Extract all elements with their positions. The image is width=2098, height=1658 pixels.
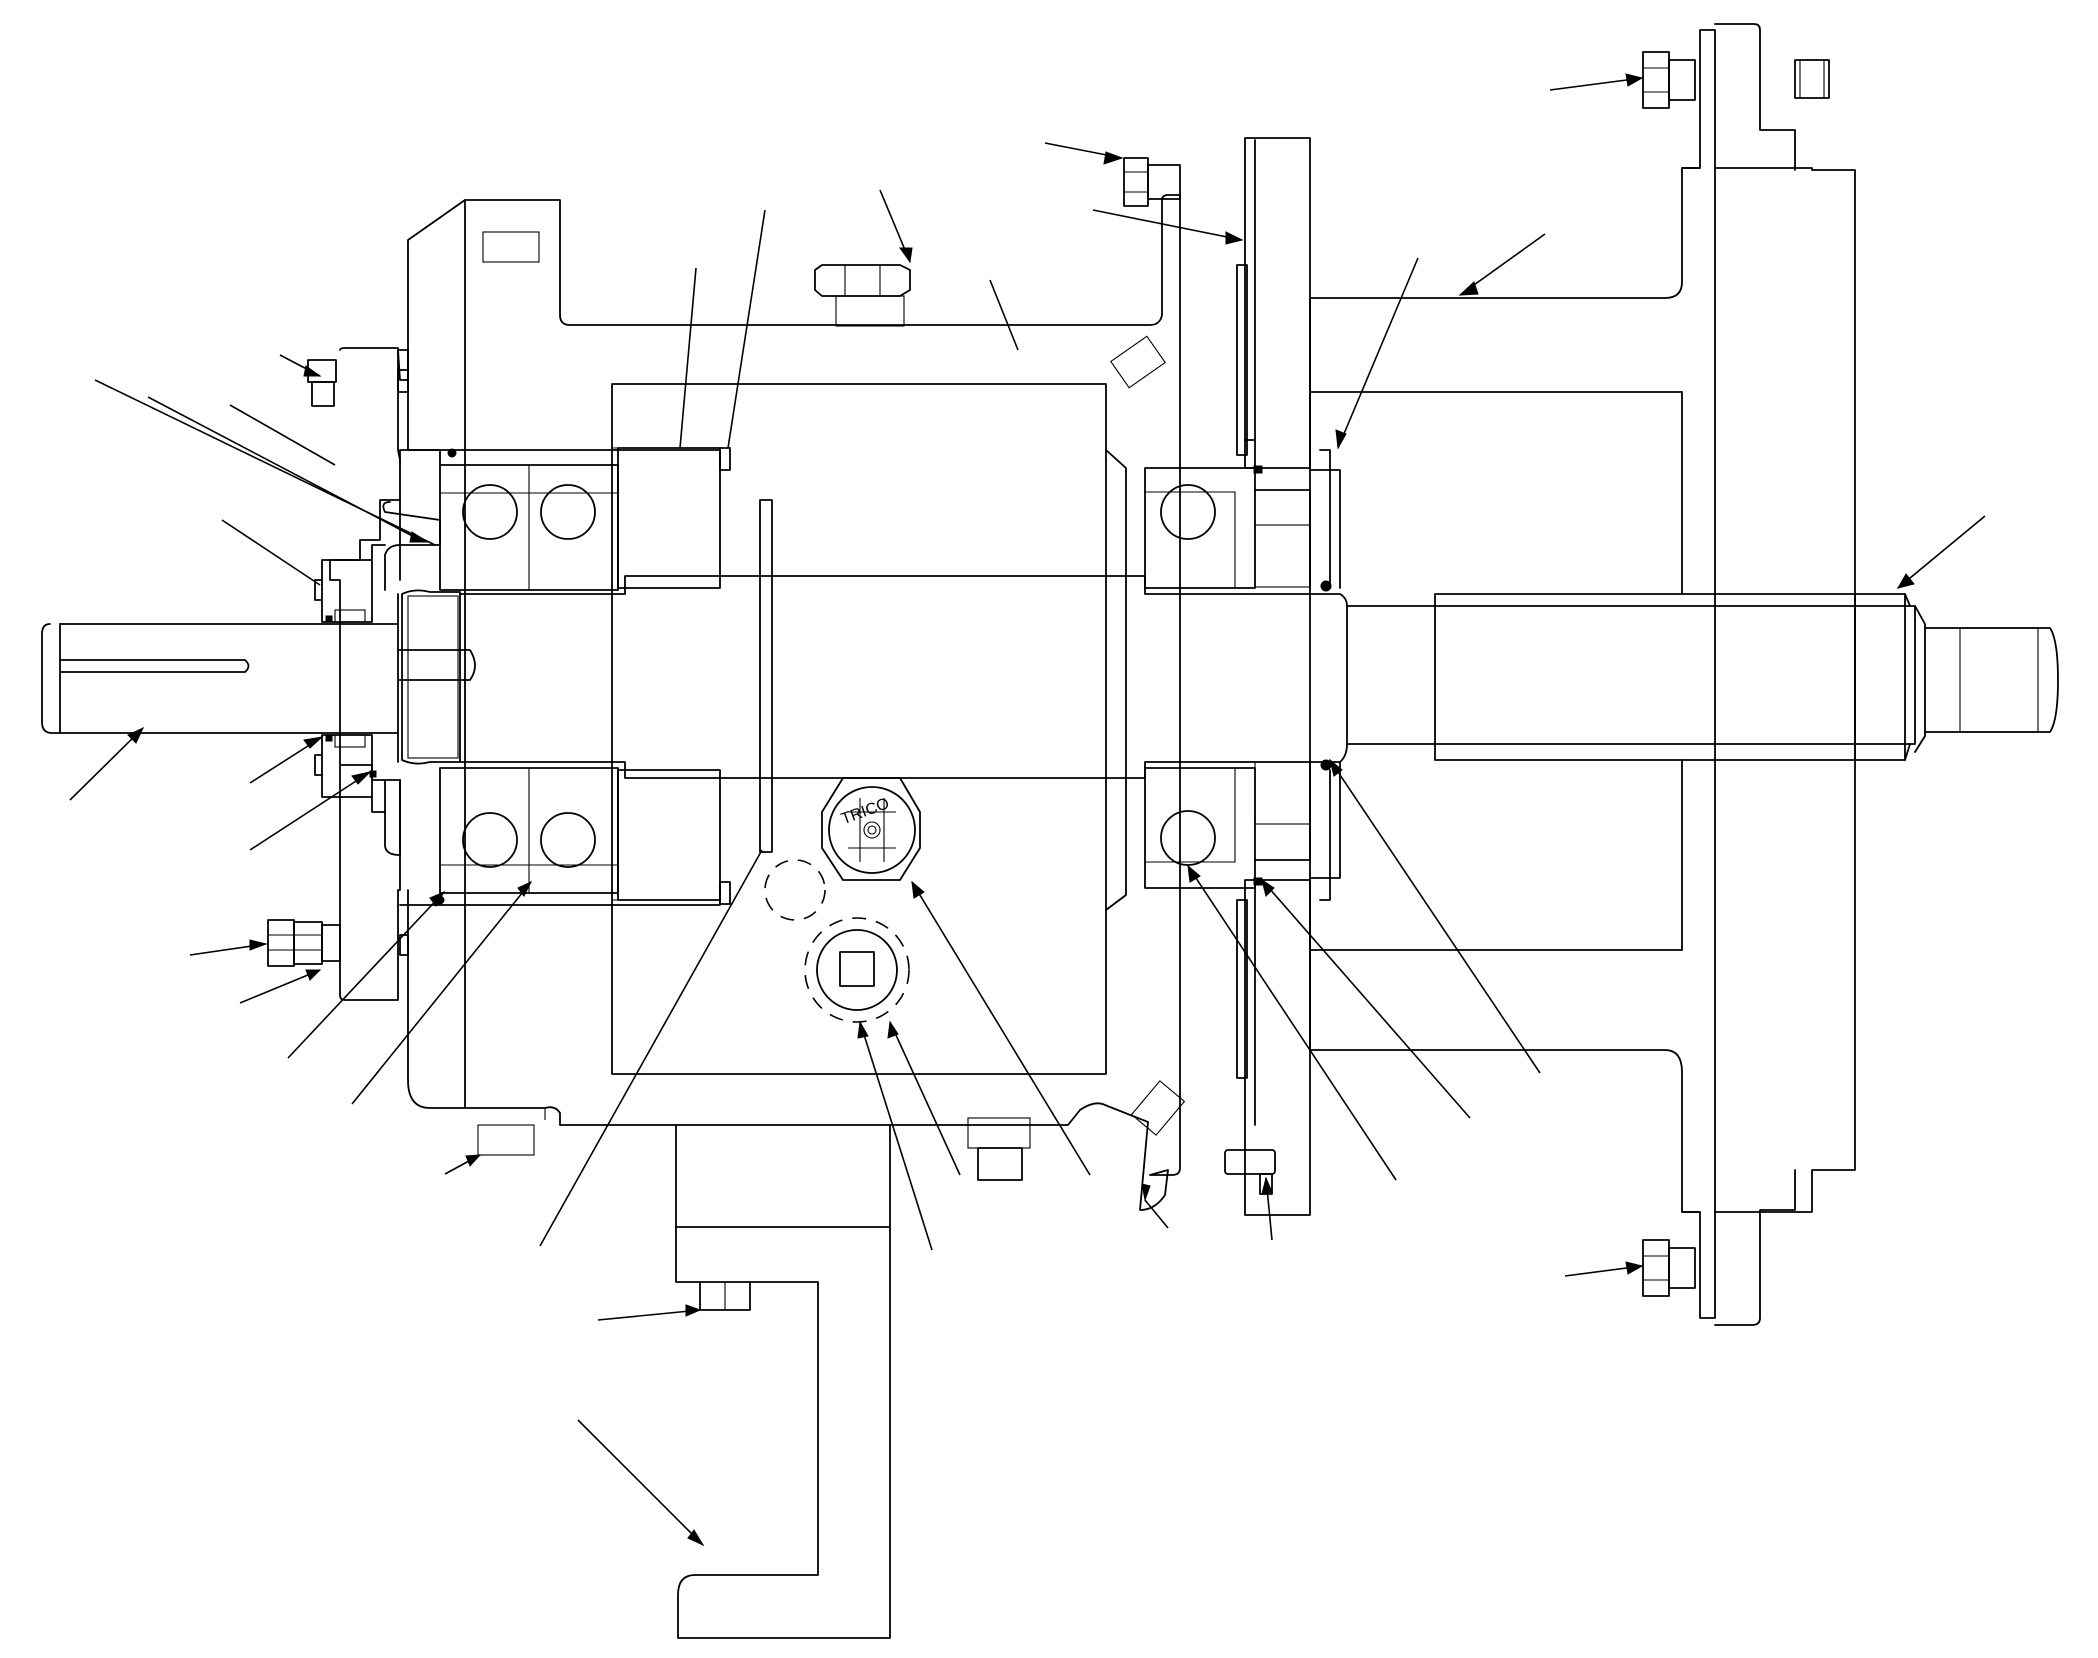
labyrinth-seal-inboard	[314, 544, 386, 813]
bearing-housing	[407, 194, 1181, 1211]
arrowhead-icon	[127, 73, 1915, 1547]
oil-level-port	[764, 859, 826, 921]
bottom-port-plug	[967, 1117, 1031, 1181]
oil-flinger	[759, 499, 773, 853]
ball-bearing-icon	[1160, 484, 1216, 540]
ball-bearing-icon	[1160, 810, 1216, 866]
grease-fitting-icon	[1110, 335, 1166, 389]
top-vent-plug	[814, 264, 911, 327]
bottom-drain-fitting	[477, 1124, 535, 1156]
hex-bolt-icon	[267, 919, 341, 967]
inboard-bearing-housing	[399, 447, 731, 906]
grease-fitting-icon	[1130, 1080, 1186, 1136]
ball-bearing-icon	[462, 812, 518, 868]
hex-bolt-icon	[1642, 1239, 1696, 1297]
motor-adapter-flange	[1309, 23, 1856, 1326]
housing-support-foot	[675, 1124, 891, 1639]
ball-bearing-icon	[540, 812, 596, 868]
radial-bearing-outboard	[1105, 449, 1256, 911]
alignment-key	[1224, 1149, 1276, 1195]
drain-plug-icon	[804, 917, 910, 1023]
pump-shaft	[41, 575, 2059, 779]
ball-bearing-icon	[462, 484, 518, 540]
guard-stud-top	[1794, 59, 1830, 99]
bearing-end-cap	[329, 347, 441, 1001]
bearing-locknut	[401, 589, 461, 765]
outboard-bearing-cover	[1236, 137, 1341, 1216]
hex-bolt-icon	[307, 359, 409, 407]
leader-lines	[69, 77, 1986, 1546]
hex-bolt-icon	[1123, 157, 1181, 207]
sight-glass-icon: TRICO	[821, 777, 921, 881]
hex-bolt-icon	[1642, 51, 1696, 109]
thrust-bearing-inboard	[439, 447, 721, 901]
ball-bearing-icon	[540, 484, 596, 540]
